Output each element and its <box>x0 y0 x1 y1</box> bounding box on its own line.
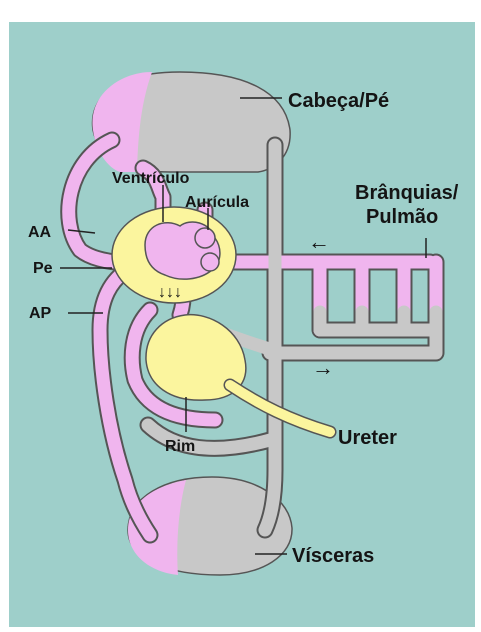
label-ureter: Ureter <box>338 427 397 449</box>
label-head-foot: Cabeça/Pé <box>288 90 389 112</box>
label-ventricle: Ventrículo <box>112 170 190 187</box>
label-kidney: Rim <box>165 438 195 455</box>
flow-arrow-right-icon: → <box>312 355 334 380</box>
label-pe: Pe <box>33 260 53 277</box>
label-gills-lungs-line2: Pulmão <box>366 206 438 228</box>
label-viscera: Vísceras <box>292 545 374 567</box>
flow-arrows-down-icon: ↓↓↓ <box>158 284 182 301</box>
label-ap: AP <box>29 305 52 322</box>
label-auricle: Aurícula <box>185 194 249 211</box>
flow-arrow-left-icon: ← <box>308 229 330 254</box>
label-aa: AA <box>28 224 52 241</box>
label-gills-lungs-line1: Brânquias/ <box>355 182 459 204</box>
